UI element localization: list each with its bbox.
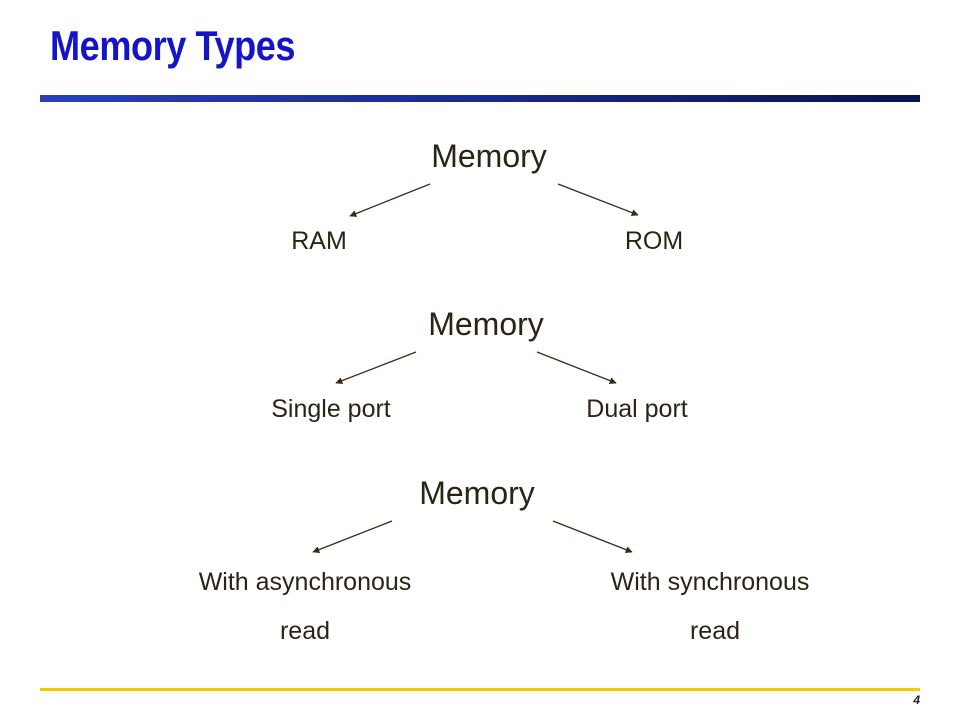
- page-number: 4: [913, 693, 920, 707]
- tree-3-root-node: Memory: [419, 475, 535, 511]
- tree-1-left-node: RAM: [291, 227, 347, 255]
- tree-3-left-node-line-1: With asynchronous: [198, 568, 412, 596]
- tree-3-right-node-line-2: read: [689, 617, 741, 645]
- tree-2-left-arrow: [335, 351, 417, 384]
- tree-3-left-node-line-2: read: [279, 617, 331, 645]
- title-divider: [40, 95, 920, 102]
- tree-3-left-arrow: [312, 520, 393, 553]
- slide-title: Memory Types: [50, 22, 296, 69]
- tree-2-left-node: Single port: [271, 395, 391, 423]
- tree-2-right-node: Dual port: [586, 395, 688, 423]
- tree-2-root-node: Memory: [428, 306, 544, 342]
- tree-3-right-node-line-1: With synchronous: [610, 568, 810, 596]
- tree-1-left-arrow: [349, 183, 431, 217]
- tree-3-right-arrow: [552, 520, 633, 553]
- tree-1-right-node: ROM: [624, 227, 684, 255]
- tree-1-root-node: Memory: [431, 138, 547, 174]
- tree-1-right-arrow: [557, 183, 639, 216]
- footer-divider: [40, 688, 920, 691]
- tree-2-right-arrow: [536, 351, 617, 384]
